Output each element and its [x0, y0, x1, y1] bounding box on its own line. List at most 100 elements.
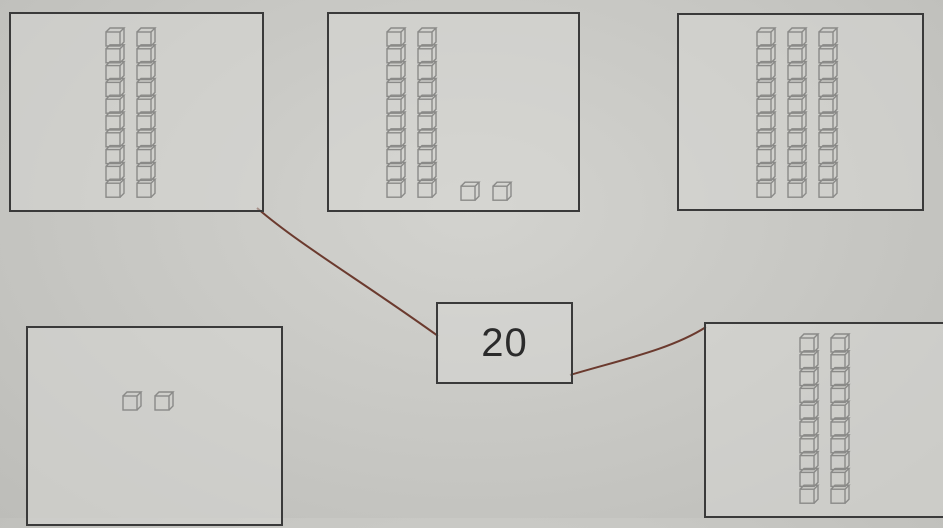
rod-cube	[105, 178, 126, 198]
ten-rod	[386, 27, 407, 198]
rod-cube	[386, 27, 407, 47]
rod-cube	[787, 44, 808, 64]
rod-cube	[818, 144, 839, 165]
rod-cube	[799, 383, 820, 404]
answer-number: 20	[481, 320, 528, 365]
rod-cube	[105, 161, 126, 182]
rod-cube	[386, 178, 407, 198]
rod-cube	[787, 128, 808, 148]
ten-rod	[756, 27, 777, 198]
base-ten-blocks	[799, 333, 851, 504]
rod-cube	[756, 60, 777, 81]
rod-cube	[136, 77, 157, 98]
rod-cube	[105, 27, 126, 47]
rod-cube	[830, 484, 851, 504]
base-ten-blocks	[386, 27, 513, 201]
rod-cube	[818, 111, 839, 131]
rod-cube	[136, 27, 157, 47]
card-two-tens-two-ones[interactable]	[327, 12, 580, 212]
rod-cube	[386, 44, 407, 64]
unit-cube	[122, 391, 143, 411]
rod-cube	[136, 161, 157, 182]
rod-cube	[756, 94, 777, 114]
rod-cube	[787, 161, 808, 182]
base-ten-blocks	[105, 27, 157, 198]
card-three-tens[interactable]	[677, 13, 924, 211]
ten-rod	[818, 27, 839, 198]
rod-cube	[799, 434, 820, 454]
rod-cube	[799, 400, 820, 420]
unit-cube	[492, 181, 513, 201]
rod-cube	[136, 94, 157, 114]
rod-cube	[818, 128, 839, 148]
rod-cube	[756, 44, 777, 64]
rod-cube	[417, 60, 438, 81]
ten-rod	[136, 27, 157, 198]
rod-cube	[787, 60, 808, 81]
card-two-ones[interactable]	[26, 326, 283, 526]
rod-cube	[386, 161, 407, 182]
rod-cube	[787, 178, 808, 198]
rod-cube	[136, 128, 157, 148]
rod-cube	[830, 350, 851, 370]
rod-cube	[386, 144, 407, 165]
connector-line-left	[256, 207, 439, 337]
rod-cube	[787, 77, 808, 98]
rod-cube	[818, 27, 839, 47]
rod-cube	[818, 94, 839, 114]
rod-cube	[417, 27, 438, 47]
rod-cube	[136, 111, 157, 131]
rod-cube	[756, 111, 777, 131]
rod-cube	[756, 77, 777, 98]
rod-cube	[830, 333, 851, 353]
rod-cube	[105, 128, 126, 148]
rod-cube	[105, 60, 126, 81]
rod-cube	[830, 450, 851, 471]
rod-cube	[136, 60, 157, 81]
base-ten-blocks	[122, 391, 175, 411]
rod-cube	[386, 77, 407, 98]
rod-cube	[787, 111, 808, 131]
rod-cube	[830, 366, 851, 387]
rod-cube	[799, 484, 820, 504]
rod-cube	[756, 144, 777, 165]
rod-cube	[799, 350, 820, 370]
rod-cube	[830, 467, 851, 488]
rod-cube	[787, 27, 808, 47]
rod-cube	[799, 333, 820, 353]
rod-cube	[417, 111, 438, 131]
connector-line-right	[569, 326, 707, 376]
ten-rod	[417, 27, 438, 198]
ten-rod	[830, 333, 851, 504]
rod-cube	[799, 450, 820, 471]
rod-cube	[105, 77, 126, 98]
rod-cube	[799, 417, 820, 437]
rod-cube	[417, 178, 438, 198]
rod-cube	[756, 128, 777, 148]
rod-cube	[417, 44, 438, 64]
rod-cube	[136, 144, 157, 165]
rod-cube	[787, 144, 808, 165]
rod-cube	[417, 77, 438, 98]
rod-cube	[830, 434, 851, 454]
unit-cube	[154, 391, 175, 411]
rod-cube	[818, 77, 839, 98]
rod-cube	[386, 60, 407, 81]
rod-cube	[818, 178, 839, 198]
card-two-tens-right[interactable]	[704, 322, 943, 518]
answer-box[interactable]: 20	[436, 302, 573, 384]
rod-cube	[136, 178, 157, 198]
ten-rod	[787, 27, 808, 198]
ten-rod	[105, 27, 126, 198]
ten-rod	[799, 333, 820, 504]
rod-cube	[417, 144, 438, 165]
rod-cube	[799, 467, 820, 488]
card-two-tens[interactable]	[9, 12, 264, 212]
rod-cube	[830, 400, 851, 420]
rod-cube	[830, 417, 851, 437]
rod-cube	[417, 128, 438, 148]
rod-cube	[105, 44, 126, 64]
rod-cube	[386, 111, 407, 131]
rod-cube	[417, 161, 438, 182]
rod-cube	[756, 161, 777, 182]
